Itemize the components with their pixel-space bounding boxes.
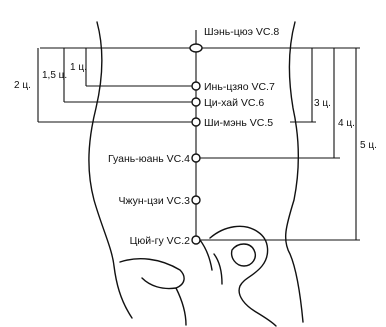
dim-4-label: 4 ц. [338, 118, 355, 129]
umbilicus-marker [189, 43, 203, 53]
femoral-head-right [230, 243, 256, 267]
point-vc3 [191, 195, 201, 205]
pubic-symphysis [199, 239, 223, 285]
point-vc5 [191, 117, 201, 127]
label-vc5: Ши-мэнь VC.5 [204, 117, 273, 129]
label-vc7: Инь-цзяо VC.7 [204, 81, 275, 93]
torso-right-contour [284, 21, 304, 323]
dim-15-label: 1,5 ц. [42, 70, 67, 81]
dim-1-label: 1 ц. [70, 62, 87, 73]
label-vc8: Шэнь-цюэ VC.8 [204, 26, 279, 38]
label-vc4: Гуань-юань VC.4 [108, 153, 190, 165]
label-vc2: Цюй-гу VC.2 [130, 235, 191, 247]
dim-3-label: 3 ц. [314, 98, 331, 109]
point-vc7 [191, 81, 201, 91]
label-vc3: Чжун-цзи VC.3 [118, 195, 190, 207]
dim-2-label: 2 ц. [14, 80, 31, 91]
torso-left-contour [88, 21, 133, 319]
pelvis-left-bone [119, 258, 187, 326]
label-vc6: Ци-хай VC.6 [204, 97, 264, 109]
point-vc2 [191, 235, 201, 245]
dim-5-label: 5 ц. [360, 140, 377, 151]
point-vc4 [191, 153, 201, 163]
pelvis-right-bone [209, 225, 277, 327]
point-vc6 [191, 97, 201, 107]
